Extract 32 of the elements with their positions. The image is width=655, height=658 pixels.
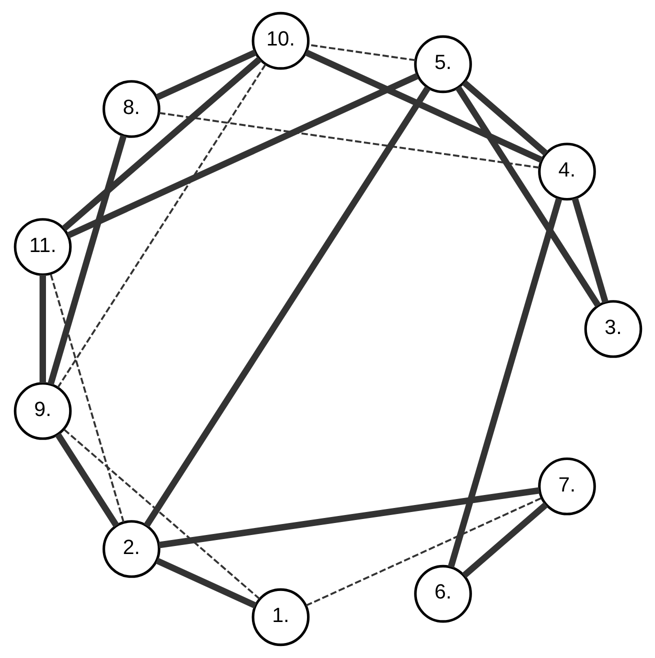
node-circle: 7. <box>538 457 596 516</box>
node-circle: 10. <box>251 12 310 70</box>
connector <box>61 56 262 232</box>
node-circle: 3. <box>584 300 642 358</box>
connector <box>447 198 562 568</box>
connector <box>155 558 256 609</box>
connector <box>54 432 119 528</box>
connector <box>158 487 540 548</box>
connector <box>56 64 266 388</box>
connector <box>39 274 46 384</box>
node-circle: 9. <box>13 382 72 440</box>
connector <box>305 497 542 606</box>
connector <box>158 112 540 169</box>
connector <box>47 134 126 386</box>
connector <box>454 86 600 308</box>
connector <box>49 273 124 522</box>
connector <box>66 72 418 238</box>
connector <box>308 44 416 62</box>
node-circle: 4. <box>538 142 596 201</box>
connector <box>462 80 548 156</box>
node-circle: 5. <box>414 35 472 94</box>
node-circle: 8. <box>102 80 160 138</box>
connector <box>571 198 608 304</box>
connector <box>155 49 256 100</box>
node-circle: 11. <box>13 218 72 276</box>
node-circle: 6. <box>414 564 472 623</box>
connector <box>461 502 548 578</box>
connector <box>304 50 542 163</box>
node-circle: 1. <box>251 588 310 646</box>
connector <box>143 86 430 528</box>
connector <box>62 428 260 600</box>
node-circle: 2. <box>102 520 160 578</box>
